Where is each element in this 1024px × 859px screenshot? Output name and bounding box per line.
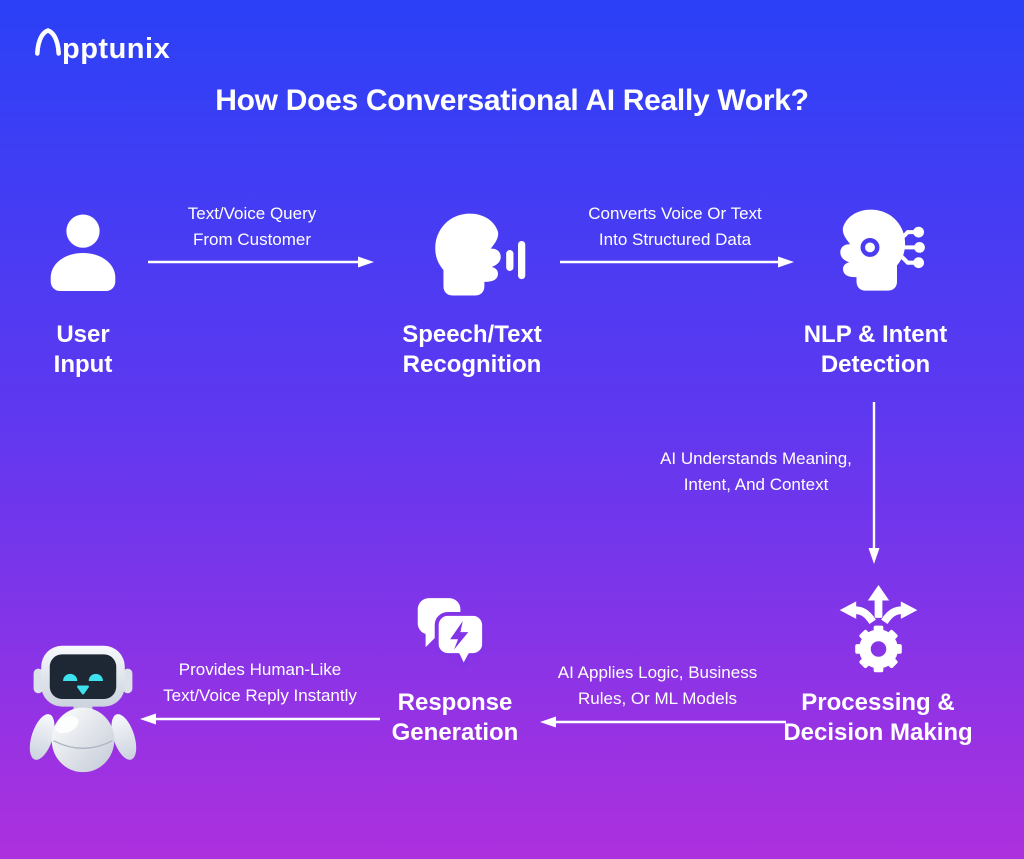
node-label-line: Decision Making xyxy=(783,719,973,746)
edge-label-line: AI Applies Logic, Business xyxy=(557,663,758,682)
node-label-line: Input xyxy=(53,351,113,378)
edge-label-line: AI Understands Meaning, xyxy=(660,449,852,468)
node-label-line: Recognition xyxy=(402,351,542,378)
node-label-line: Detection xyxy=(820,351,931,378)
edge-label-line: Converts Voice Or Text xyxy=(588,204,762,223)
user-icon xyxy=(50,214,116,291)
node-label-speech-text-recognition: Speech/Text Recognition xyxy=(362,320,582,380)
node-label-nlp-intent-detection: NLP & Intent Detection xyxy=(788,320,963,380)
edge-label-line: Text/Voice Reply Instantly xyxy=(163,686,357,705)
brand-logo-text: pptunix xyxy=(62,33,171,65)
edge-label-line: Provides Human-Like xyxy=(178,660,342,679)
edge-label-line: Into Structured Data xyxy=(598,230,752,249)
node-label-line: NLP & Intent xyxy=(803,321,948,348)
edge-label-query: Text/Voice Query From Customer xyxy=(177,201,327,253)
arrow-right-icon xyxy=(560,256,794,268)
node-label-line: Generation xyxy=(391,719,519,746)
node-label-line: Response xyxy=(397,689,513,716)
edge-label-understands: AI Understands Meaning, Intent, And Cont… xyxy=(648,446,864,498)
gear-decision-arrows-icon xyxy=(839,584,918,673)
arrow-right-icon xyxy=(148,256,374,268)
edge-label-converts: Converts Voice Or Text Into Structured D… xyxy=(575,201,775,253)
edge-label-line: From Customer xyxy=(192,230,312,249)
edge-label-line: Intent, And Context xyxy=(683,475,829,494)
apptunix-arch-icon xyxy=(35,28,61,56)
robot-mascot xyxy=(29,645,137,773)
arrow-left-icon xyxy=(540,716,786,728)
node-label-line: User xyxy=(56,321,110,348)
edge-label-provides-reply: Provides Human-Like Text/Voice Reply Ins… xyxy=(145,657,375,709)
arrow-down-icon xyxy=(868,402,880,564)
edge-label-line: Text/Voice Query xyxy=(187,204,317,223)
arrow-left-icon xyxy=(140,713,380,725)
ai-head-circuit-icon xyxy=(840,209,925,291)
edge-label-applies-logic: AI Applies Logic, Business Rules, Or ML … xyxy=(550,660,765,712)
node-label-response-generation: Response Generation xyxy=(375,688,535,748)
speaking-head-icon xyxy=(435,213,526,296)
node-label-user-input: User Input xyxy=(38,320,128,380)
edge-label-line: Rules, Or ML Models xyxy=(577,689,738,708)
node-label-line: Processing & xyxy=(801,689,955,716)
page-title: How Does Conversational AI Really Work? xyxy=(215,84,809,117)
node-label-line: Speech/Text xyxy=(402,321,542,348)
chat-bubbles-bolt-icon xyxy=(417,598,487,669)
brand-logo: pptunix xyxy=(34,26,170,64)
node-label-processing-decision-making: Processing & Decision Making xyxy=(763,688,993,748)
